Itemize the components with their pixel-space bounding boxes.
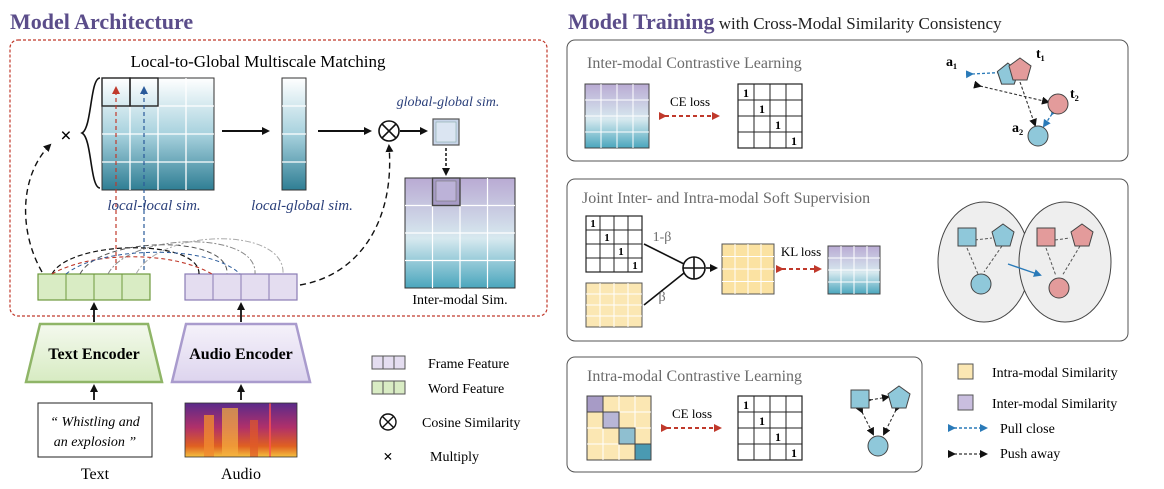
cosine-op-icon bbox=[378, 120, 400, 142]
box1-inter-matrix bbox=[584, 83, 650, 149]
legend-pull-label: Pull close bbox=[1000, 422, 1055, 437]
right-title: Model Training with Cross-Modal Similari… bbox=[568, 9, 1002, 34]
label-one-minus-beta: 1-β bbox=[653, 230, 672, 245]
multiply-symbol: × bbox=[60, 125, 71, 147]
box3-title: Intra-modal Contrastive Learning bbox=[587, 368, 802, 385]
local-local-matrix bbox=[101, 77, 215, 191]
legend-intra-label: Intra-modal Similarity bbox=[992, 366, 1118, 381]
box2-line-bottom bbox=[643, 272, 685, 306]
local-global-vector bbox=[281, 77, 307, 191]
text-caption-box bbox=[37, 402, 153, 458]
box3-diag-1: 1 bbox=[743, 398, 749, 412]
box2-line-top bbox=[643, 243, 685, 265]
box2-diag-4: 1 bbox=[632, 260, 638, 272]
audio-encoder-label: Audio Encoder bbox=[189, 346, 293, 363]
label-a1: a₁ bbox=[946, 55, 957, 70]
local-global-label: local-global sim. bbox=[251, 198, 353, 214]
box3-diag-3: 1 bbox=[775, 430, 781, 444]
legend-inter-swatch bbox=[957, 394, 974, 411]
box3-diag-4: 1 bbox=[791, 446, 797, 460]
label-a2: a₂ bbox=[1012, 121, 1023, 136]
caption-line-1: “ Whistling and bbox=[50, 415, 140, 430]
legend-word-feature bbox=[371, 380, 406, 395]
matching-title: Local-to-Global Multiscale Matching bbox=[131, 52, 386, 71]
box3-identity-matrix bbox=[737, 395, 803, 461]
inter-modal-matrix bbox=[404, 177, 516, 289]
box2-diag-1: 1 bbox=[590, 218, 596, 230]
box1-diag-2: 1 bbox=[759, 102, 765, 116]
box2-intra-matrix bbox=[585, 282, 643, 328]
box1-diag-1: 1 bbox=[743, 86, 749, 100]
word-to-multiply-arrow bbox=[24, 143, 52, 273]
label-t2: t₂ bbox=[1070, 87, 1079, 102]
box1-ce-loss: CE loss bbox=[670, 94, 710, 109]
legend-multiply-icon: × bbox=[383, 447, 393, 466]
box1-diag-4: 1 bbox=[791, 134, 797, 148]
box2-cluster-graph bbox=[937, 201, 1112, 323]
box2-identity-matrix bbox=[585, 215, 643, 273]
legend-cosine-label: Cosine Similarity bbox=[422, 416, 520, 431]
word-feature-vector bbox=[37, 273, 151, 301]
box2-diag-2: 1 bbox=[604, 232, 610, 244]
legend-multiply-label: Multiply bbox=[430, 450, 479, 465]
frame-to-cosine-arrow bbox=[299, 144, 394, 286]
legend-word-feature-label: Word Feature bbox=[428, 382, 504, 397]
audio-spectrogram-image bbox=[184, 402, 298, 458]
frame-feature-vector bbox=[184, 273, 298, 301]
box2-kl-loss: KL loss bbox=[781, 244, 821, 259]
box1-title: Inter-modal Contrastive Learning bbox=[587, 55, 802, 72]
legend-cosine-icon bbox=[379, 413, 397, 431]
box3-diag-2: 1 bbox=[759, 414, 765, 428]
legend-frame-feature bbox=[371, 355, 406, 370]
label-t1: t₁ bbox=[1036, 47, 1045, 62]
box1-identity-matrix bbox=[737, 83, 803, 149]
box2-add-op-icon bbox=[682, 256, 706, 280]
matching-region bbox=[9, 39, 548, 317]
box3-intra-matrix bbox=[586, 395, 652, 461]
box2-diag-3: 1 bbox=[618, 246, 624, 258]
box3-ce-loss: CE loss bbox=[672, 406, 712, 421]
text-encoder-label: Text Encoder bbox=[48, 346, 139, 363]
box2-title: Joint Inter- and Intra-modal Soft Superv… bbox=[582, 190, 870, 207]
legend-frame-feature-label: Frame Feature bbox=[428, 357, 509, 372]
feature-connection-arcs bbox=[51, 238, 284, 275]
brace bbox=[80, 77, 101, 189]
audio-input-label: Audio bbox=[221, 466, 261, 483]
box1-diag-3: 1 bbox=[775, 118, 781, 132]
right-title-bold: Model Training bbox=[568, 9, 714, 34]
box3-similarity-graph bbox=[850, 385, 911, 457]
text-input-label: Text bbox=[81, 466, 110, 483]
local-local-label: local-local sim. bbox=[107, 198, 200, 214]
left-title: Model Architecture bbox=[10, 9, 193, 34]
audio-encoder-block bbox=[170, 322, 312, 384]
text-encoder-block bbox=[24, 322, 164, 384]
box2-inter-matrix bbox=[827, 245, 881, 295]
legend-intra-swatch bbox=[957, 363, 974, 380]
inter-modal-label: Inter-modal Sim. bbox=[412, 293, 507, 308]
right-title-rest: with Cross-Modal Similarity Consistency bbox=[714, 14, 1002, 33]
global-global-label: global-global sim. bbox=[397, 95, 500, 110]
box2-soft-target-matrix bbox=[721, 243, 775, 295]
legend-inter-label: Inter-modal Similarity bbox=[992, 397, 1117, 412]
legend-push-label: Push away bbox=[1000, 447, 1060, 462]
label-beta: β bbox=[658, 290, 665, 305]
box1-similarity-graph bbox=[965, 57, 1069, 147]
caption-line-2: an explosion ” bbox=[54, 435, 137, 450]
